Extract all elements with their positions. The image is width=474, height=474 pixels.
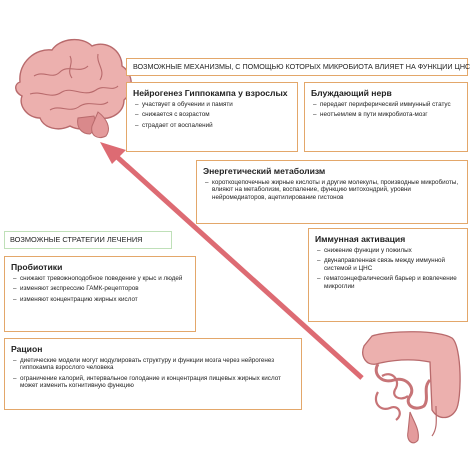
neurogenesis-item: участвует в обучении и памяти	[133, 101, 291, 109]
gut-brain-arrow	[100, 142, 364, 380]
neurogenesis-item: страдает от воспалений	[133, 122, 291, 130]
neurogenesis-item: снижается с возрастом	[133, 111, 291, 119]
energy-box: Энергетический метаболизм коротко­цепоче…	[196, 160, 468, 224]
strategies-header: ВОЗМОЖНЫЕ СТРАТЕГИИ ЛЕЧЕНИЯ	[10, 235, 143, 244]
diet-box: Рацион диетические модели могут модулиро…	[4, 338, 302, 410]
energy-item: коротко­цепочечные жирные кислоты и друг…	[203, 179, 461, 201]
vagus-item: передает периферический иммунный статус	[311, 101, 461, 109]
immune-item: снижение функции у пожилых	[315, 247, 461, 255]
brain-icon	[15, 39, 132, 139]
immune-item: гематоэнцефалический барьер и вовлечение…	[315, 275, 461, 290]
probiotics-item: изменяют концентрацию жирных кислот	[11, 296, 189, 304]
probiotics-item: изменяют экспрессию ГАМК-рецепторов	[11, 285, 189, 293]
immune-title: Иммунная активация	[315, 234, 406, 244]
diet-title: Рацион	[11, 344, 43, 354]
immune-item: двунаправленная связь между иммунной сис…	[315, 257, 461, 272]
vagus-title: Блуждающий нерв	[311, 88, 392, 98]
probiotics-box: Пробиотики снижают тревожноподобное пове…	[4, 256, 196, 332]
mechanisms-header-box: ВОЗМОЖНЫЕ МЕХАНИЗМЫ, С ПОМОЩЬЮ КОТОРЫХ М…	[126, 58, 471, 76]
energy-title: Энергетический метаболизм	[203, 166, 326, 176]
vagus-box: Блуждающий нерв передает периферический …	[304, 82, 468, 152]
neurogenesis-title: Нейрогенез Гиппокампа у взрослых	[133, 88, 288, 98]
probiotics-item: снижают тревожноподобное поведение у кры…	[11, 275, 189, 283]
probiotics-title: Пробиотики	[11, 262, 63, 272]
strategies-header-box: ВОЗМОЖНЫЕ СТРАТЕГИИ ЛЕЧЕНИЯ	[4, 231, 172, 249]
diet-item: диетические модели могут модулировать ст…	[11, 357, 295, 372]
vagus-item: неотъемлем в пути микробиота-мозг	[311, 111, 461, 119]
neurogenesis-box: Нейрогенез Гиппокампа у взрослых участву…	[126, 82, 298, 152]
mechanisms-header: ВОЗМОЖНЫЕ МЕХАНИЗМЫ, С ПОМОЩЬЮ КОТОРЫХ М…	[133, 62, 471, 71]
intestine-icon	[362, 331, 461, 444]
diet-item: ограничение калорий, интервальное голода…	[11, 375, 295, 390]
immune-box: Иммунная активация снижение функции у по…	[308, 228, 468, 322]
